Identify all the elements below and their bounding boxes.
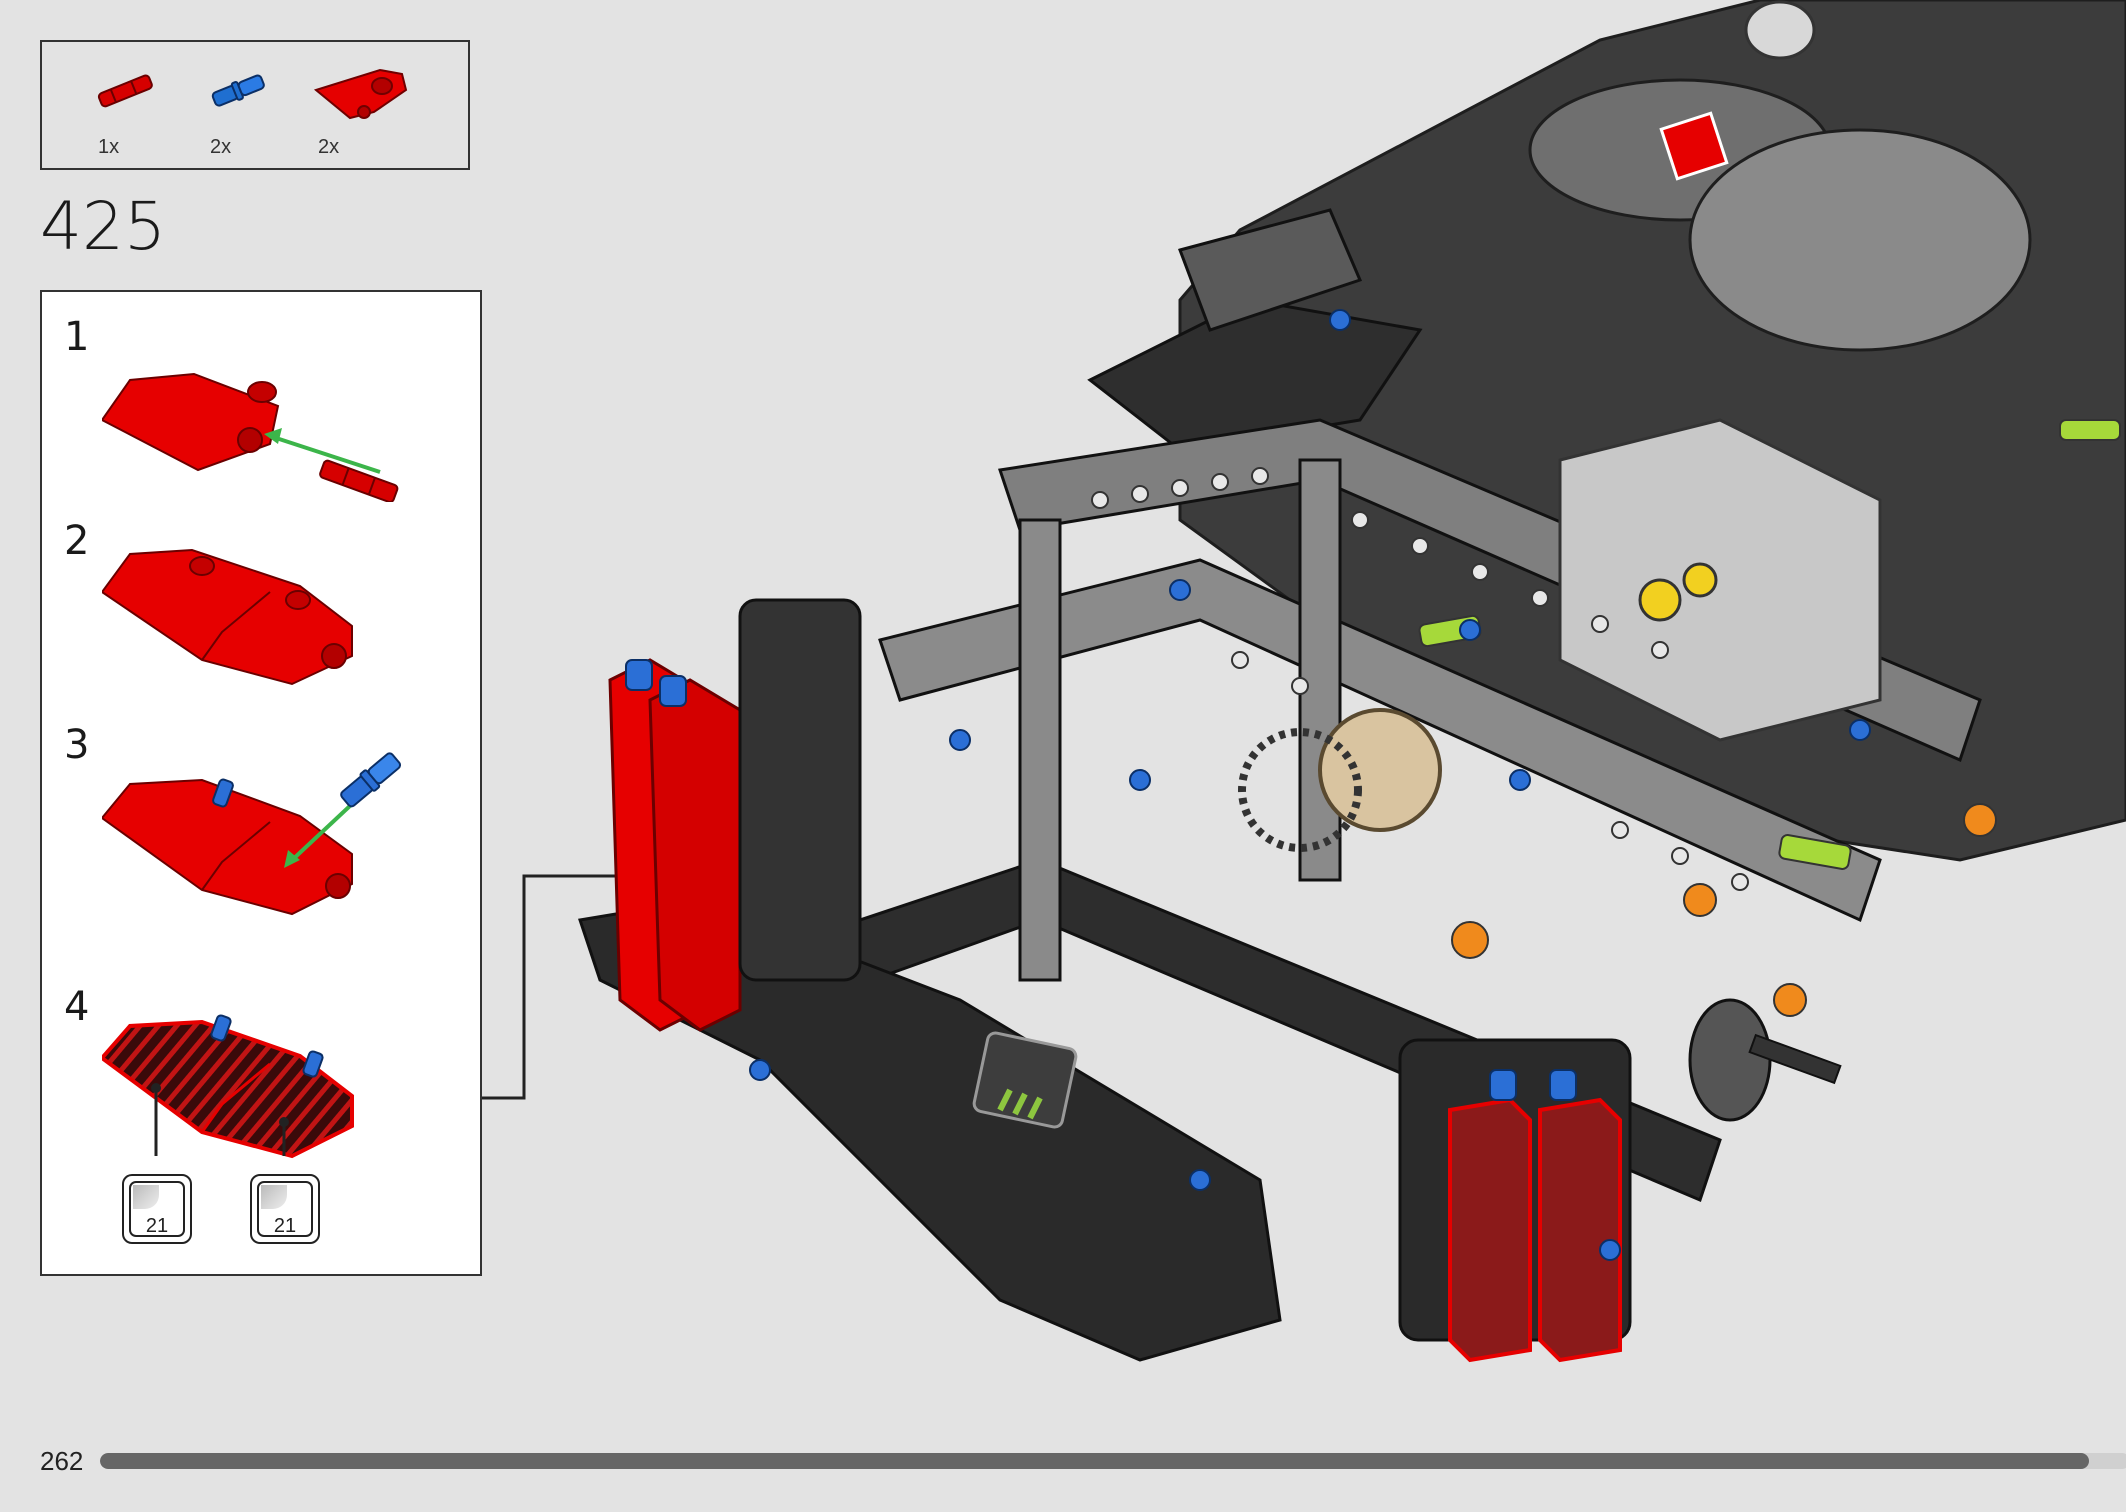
panel-hinge-hole (325, 873, 351, 899)
blue-pin-icon (212, 778, 234, 808)
front-splitter (578, 898, 1282, 1362)
sticker-number: 21 (145, 1215, 169, 1237)
red-panel-icon (313, 68, 408, 120)
lime-stripe-marks (997, 1088, 1043, 1120)
red-panel-shape (102, 372, 280, 472)
sub-step-number: 2 (64, 518, 90, 564)
hy-badge (1659, 111, 1729, 181)
yellow-pin (1638, 578, 1682, 622)
blue-pins (749, 309, 1871, 1261)
arrow-line (269, 434, 381, 474)
part-qty: 2x (210, 136, 232, 158)
axle (1748, 1033, 1842, 1085)
red-axle-connector-icon (97, 74, 153, 108)
parts-list-box: 1x 2x 2x (40, 40, 470, 170)
stickered-panel-pair (102, 1019, 354, 1159)
sticker-frame (257, 1181, 313, 1237)
main-model-illustration (578, 0, 2126, 1363)
arrow-head (264, 428, 282, 444)
left-red-flap-assembly (608, 598, 862, 1032)
sub-step-2-illustration (102, 548, 353, 686)
panel-seam (200, 1062, 271, 1133)
red-axle-connector-icon (319, 459, 399, 502)
step-number: 425 (40, 188, 166, 265)
front-badge-plate (972, 1031, 1078, 1129)
gear-icon (1744, 0, 1816, 60)
cockpit-dome (1688, 128, 2032, 352)
part-red-axle-connector: 1x (90, 60, 160, 158)
sub-step-3-illustration (102, 752, 402, 916)
sub-step-number: 3 (64, 722, 90, 768)
part-qty: 1x (98, 136, 120, 158)
sticker-number: 21 (273, 1215, 297, 1237)
dark-gear (1238, 728, 1362, 852)
blue-pin-icon (211, 74, 265, 107)
red-panel-pair (102, 548, 353, 686)
sub-step-number: 4 (64, 984, 90, 1030)
sub-assembly-box: 1 2 3 4 (40, 290, 482, 1276)
progress-bar-fill (100, 1453, 2090, 1469)
red-panel-pair (102, 778, 353, 916)
panel-hinge-hole (237, 427, 263, 453)
panel-hinge-knob (189, 556, 215, 576)
upper-arm (1178, 208, 1363, 332)
panel-hinge-knob (285, 590, 311, 610)
sticker-21-badge: 21 (122, 1174, 192, 1244)
panel-hinge-knob (247, 381, 277, 403)
part-blue-pin: 2x (202, 60, 272, 158)
sub-step-number: 1 (64, 314, 90, 360)
arrow-head (284, 850, 300, 868)
blue-pin-icon (340, 752, 402, 808)
sticker-frame (129, 1181, 185, 1237)
part-red-panel: 2x (310, 60, 420, 158)
sub-step-1-illustration (102, 372, 399, 502)
part-qty: 2x (318, 136, 340, 158)
blue-pin-icon (210, 1014, 232, 1042)
sticker-21-badge: 21 (250, 1174, 320, 1244)
beam-holes (1091, 467, 1749, 891)
tan-gear (1318, 708, 1442, 832)
arrow-line (288, 802, 354, 864)
sticker-peel-icon (261, 1185, 287, 1209)
yellow-pin (1682, 562, 1718, 598)
blue-pin-icon (302, 1050, 324, 1078)
engine-block (1558, 418, 1882, 742)
progress-bar (100, 1453, 2126, 1469)
panel-seam (201, 821, 271, 891)
sticker-peel-icon (133, 1185, 159, 1209)
panel-seam (201, 591, 271, 661)
panel-hinge-hole (321, 643, 347, 669)
right-red-flap-assembly (1398, 1038, 1632, 1363)
sub-step-4-illustration (102, 1014, 354, 1159)
page-number: 262 (40, 1446, 84, 1476)
orange-pins (1451, 803, 1997, 1017)
wheel-hub (1688, 998, 1772, 1122)
